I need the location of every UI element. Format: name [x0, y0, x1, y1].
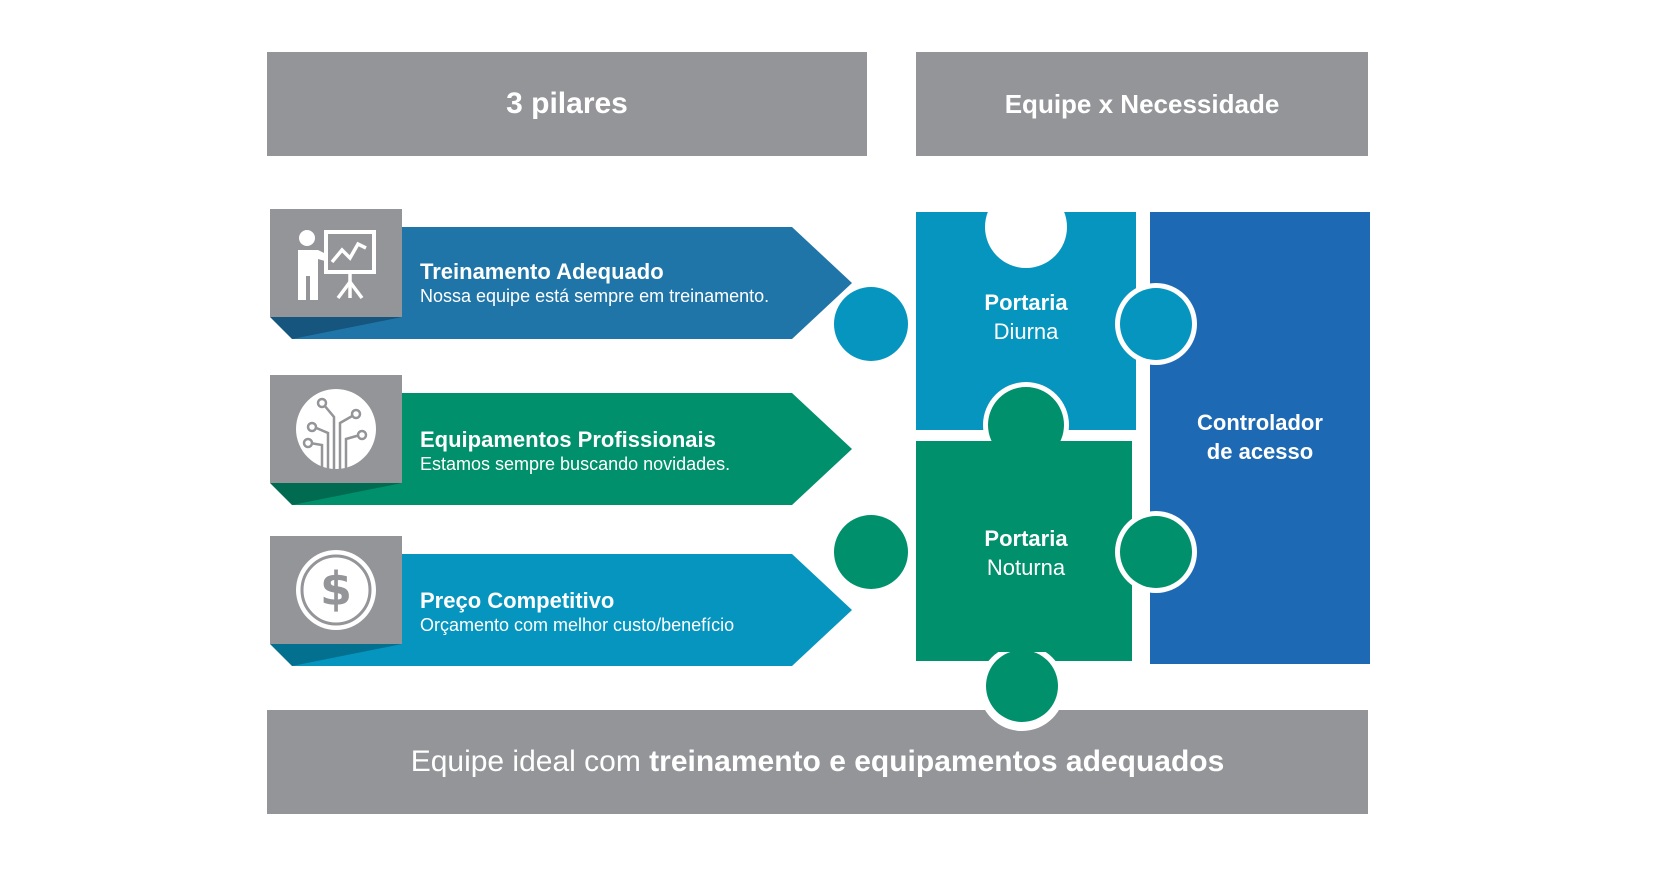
pillar-training-description: Nossa equipe está sempre em treinamento.	[420, 286, 770, 306]
header-pillars-title: 3 pilares	[506, 87, 628, 120]
controller-label-line1: Controlador	[1197, 410, 1323, 435]
puzzle-day-subtitle: Diurna	[993, 319, 1059, 344]
controller-label: Controlador de acesso	[1150, 408, 1370, 466]
header-pillars: 3 pilares	[267, 52, 867, 156]
puzzle-night-piece	[834, 382, 1197, 731]
pillar-price-description: Orçamento com melhor custo/benefício	[420, 615, 735, 635]
puzzle-day-label: Portaria Diurna	[916, 288, 1136, 346]
pillar-price-icon-box: $	[270, 536, 402, 644]
puzzle-night-subtitle: Noturna	[986, 555, 1066, 580]
footer-text-normal: Equipe ideal com	[410, 745, 650, 778]
pillar-training: Treinamento Adequado Nossa equipe está s…	[267, 209, 852, 339]
puzzle-day-title: Portaria	[984, 290, 1068, 315]
pillar-equipment: Equipamentos Profissionais Estamos sempr…	[267, 375, 852, 505]
dollar-icon: $	[296, 550, 376, 630]
pillar-equipment-icon-box	[270, 375, 402, 483]
footer-bar: Equipe ideal com treinamento e equipamen…	[267, 710, 1368, 814]
pillar-training-arrow	[270, 227, 852, 339]
pillar-equipment-description: Estamos sempre buscando novidades.	[420, 454, 731, 474]
controller-label-line2: de acesso	[1206, 439, 1314, 464]
puzzle-night-title: Portaria	[984, 526, 1068, 551]
presentation-icon	[298, 230, 376, 300]
header-team-need-title: Equipe x Necessidade	[1004, 88, 1280, 119]
pillar-price-title: Preço Competitivo	[420, 588, 615, 613]
svg-text:$: $	[320, 562, 352, 616]
header-team-need: Equipe x Necessidade	[916, 52, 1368, 156]
puzzle-night-knob	[979, 640, 1065, 731]
pillar-price: $ Preço Competitivo Orçamento com melhor…	[267, 536, 852, 666]
pillar-training-title: Treinamento Adequado	[420, 259, 664, 284]
footer-text-bold: treinamento e equipamentos adequados	[649, 745, 1225, 778]
circuit-icon	[296, 389, 376, 471]
puzzle-night-label: Portaria Noturna	[916, 524, 1136, 582]
controller-block	[1150, 212, 1370, 664]
pillar-training-icon-box	[270, 209, 402, 317]
pillar-price-arrow	[270, 554, 852, 666]
pillar-equipment-title: Equipamentos Profissionais	[420, 427, 716, 452]
pillar-equipment-arrow	[270, 393, 852, 505]
